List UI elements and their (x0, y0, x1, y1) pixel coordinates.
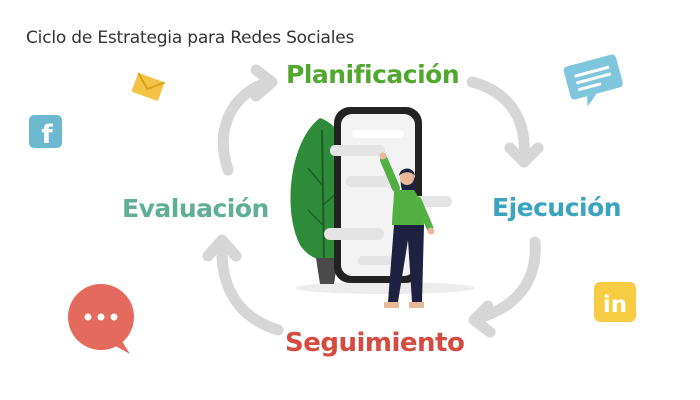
arrowhead-eval-to-plan (250, 64, 278, 102)
svg-text:in: in (603, 292, 627, 318)
stage-seguimiento-label: Seguimiento (285, 328, 465, 358)
arrow-seg-to-eval (216, 238, 284, 336)
arrow-plan-to-ejec (466, 76, 530, 164)
arrowhead-seg-to-eval (202, 234, 242, 262)
arrow-ejec-to-seg (472, 236, 541, 324)
facebook-icon: f (29, 115, 62, 150)
linkedin-icon: in (594, 282, 636, 322)
message-icon (563, 54, 623, 107)
person-illustration (379, 152, 435, 308)
arrowhead-plan-to-ejec (504, 142, 544, 168)
arrow-eval-to-plan (218, 76, 274, 176)
diagram-title: Ciclo de Estrategia para Redes Sociales (26, 28, 355, 48)
chat-bubble-icon (68, 284, 134, 354)
ground-shadow (295, 282, 475, 294)
stage-planificacion-label: Planificación (286, 60, 460, 89)
stage-ejecucion-label: Ejecución (492, 193, 622, 222)
envelope-icon (131, 72, 165, 101)
phone-illustration (324, 107, 452, 283)
stage-evaluacion-label: Evaluación (122, 194, 269, 223)
svg-text:f: f (41, 120, 53, 150)
arrowhead-ejec-to-seg (468, 300, 496, 338)
